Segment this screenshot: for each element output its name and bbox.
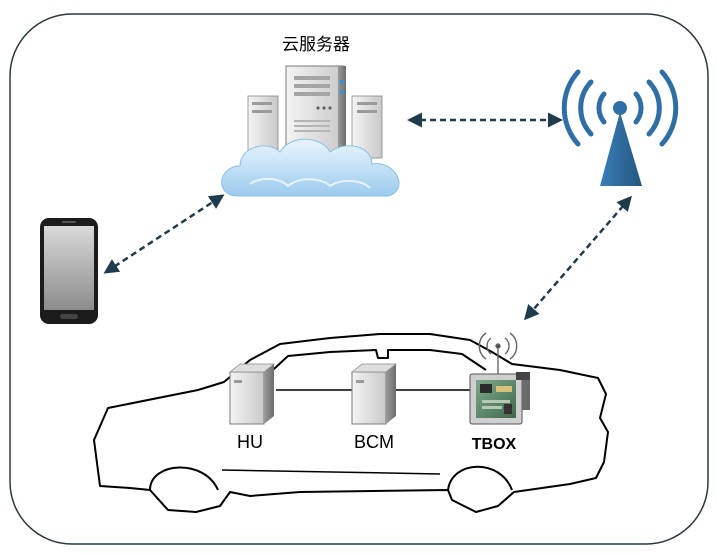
- cloud-server-icon: [221, 65, 400, 197]
- smartphone-icon: [40, 218, 98, 324]
- connection-links: [103, 112, 632, 321]
- hu-unit-icon: [228, 363, 276, 425]
- outer-frame: [9, 13, 709, 545]
- link-tower-tbox: [524, 195, 632, 321]
- cloud-server-label: 云服务器: [282, 35, 350, 54]
- tbox-label: TBOX: [472, 436, 517, 453]
- bcm-unit-icon: [350, 363, 398, 425]
- link-phone-cloud: [103, 194, 225, 274]
- antenna-signal-icon: [478, 332, 518, 374]
- bcm-label: BCM: [354, 432, 394, 452]
- wireless-tower-icon: [561, 69, 679, 186]
- car-outline: [93, 333, 609, 513]
- hu-label: HU: [237, 432, 263, 452]
- circuit-module-icon: [469, 372, 530, 425]
